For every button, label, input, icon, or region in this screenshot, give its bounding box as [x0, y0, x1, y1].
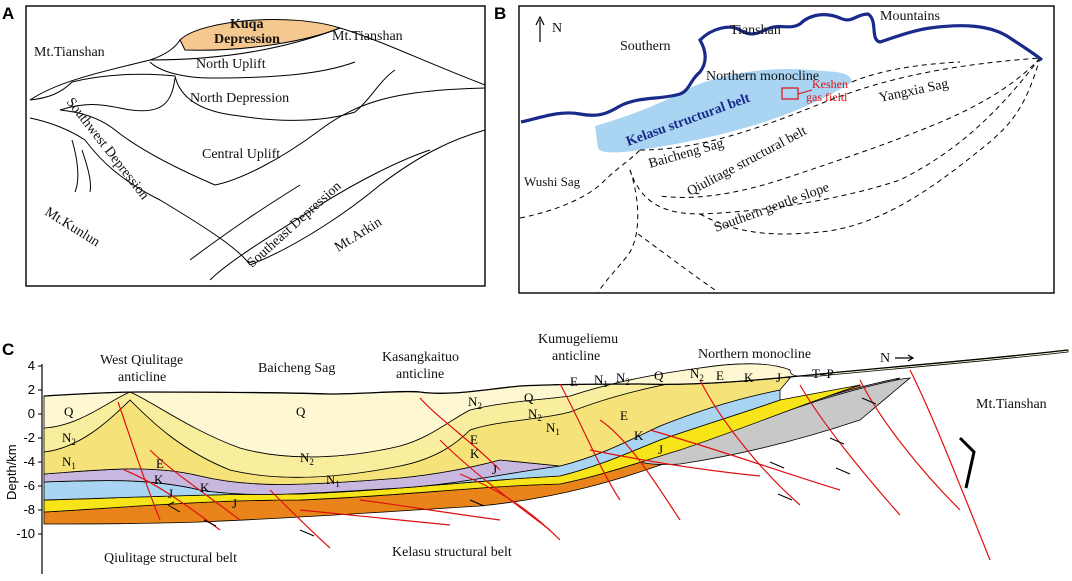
kelasu-belt-area [595, 68, 852, 153]
depth-tick-label: -8 [23, 502, 35, 517]
west-qiulitage-label-1: West Qiulitage [100, 353, 183, 368]
section-north-arrowhead-icon [907, 354, 915, 362]
stratum-j-label-west-2: J [232, 496, 237, 511]
panel-b: B N Keshen gas field Southern Tianshan M… [494, 4, 1055, 294]
stratum-e-label-north: E [716, 368, 724, 383]
panel-b-dashed-boundaries [519, 57, 1041, 293]
thrust-arrows [167, 397, 877, 537]
northern-monocline-section-label: Northern monocline [698, 347, 811, 362]
depth-tick-label: 0 [28, 406, 35, 421]
depth-tick-label: -2 [23, 430, 35, 445]
depth-tick-label: 4 [28, 358, 35, 373]
panel-c: C 4 2 0 -2 -4 -6 -8 -10 Depth/km [2, 332, 1069, 574]
kumugeliemu-label-2: anticline [552, 349, 600, 364]
depth-axis-ticks: 4 2 0 -2 -4 -6 -8 -10 [16, 358, 42, 541]
stratum-q-label-kasang: Q [524, 390, 534, 405]
mountain-front-line [520, 12, 1043, 124]
stratum-q-label-baicheng: Q [296, 404, 306, 419]
panel-a: A Kuqa Depression Mt.Tianshan Mt.Tiansha… [2, 4, 486, 287]
depth-tick-label: -10 [16, 526, 35, 541]
wushi-sag-label: Wushi Sag [524, 174, 581, 189]
gas-field-label: gas field [806, 90, 847, 104]
stratum-j-label-kasang: J [492, 462, 497, 477]
west-qiulitage-label-2: anticline [118, 370, 166, 385]
mt-tianshan-left-label: Mt.Tianshan [34, 45, 105, 60]
stratum-labels: Q N2 N1 E K J K J Q N2 N1 N2 Q N2 N1 E K… [62, 366, 834, 511]
stratum-tp-label: T–P [812, 366, 834, 381]
depth-axis-title: Depth/km [4, 444, 19, 500]
panel-a-boundaries [29, 27, 486, 281]
section-north-label: N [880, 351, 890, 366]
panel-a-letter: A [2, 4, 14, 23]
panel-c-letter: C [2, 340, 14, 359]
baicheng-sag-section-label: Baicheng Sag [258, 361, 335, 376]
stratum-q-label-west: Q [64, 404, 74, 419]
stratum-k-label-west: K [154, 472, 164, 487]
panel-b-letter: B [494, 4, 506, 23]
topographic-surface [43, 349, 1069, 397]
qiulitage-belt-section-label: Qiulitage structural belt [104, 551, 237, 566]
stratum-k-label-west-2: K [200, 480, 210, 495]
kuqa-label: Kuqa [230, 17, 263, 32]
depth-tick-label: -4 [23, 454, 35, 469]
depth-tick-label: -6 [23, 478, 35, 493]
stratum-j-label-north: J [776, 370, 781, 385]
stratum-e-label-west: E [156, 456, 164, 471]
stratum-e-label-kasang: E [470, 432, 478, 447]
stratum-n2-label-kasang-2: N2 [528, 406, 542, 423]
keshen-pointer-line [797, 89, 813, 95]
stratum-j-label-kumu: J [658, 442, 663, 457]
stratum-q-label-north: Q [654, 368, 664, 383]
depression-label: Depression [214, 32, 280, 47]
stratum-n2-label-kasang: N2 [468, 394, 482, 411]
kumugeliemu-label-1: Kumugeliemu [538, 332, 618, 347]
tianshan-label: Tianshan [730, 23, 781, 38]
stratum-k-label-kasang: K [470, 446, 480, 461]
stratum-n1-label-kumu: N1 [594, 372, 608, 389]
stratum-e-label-kumu-2: E [620, 408, 628, 423]
kasangkaituo-label-1: Kasangkaituo [382, 350, 459, 365]
fault-lines [117, 369, 991, 561]
keshen-label: Keshen [812, 77, 848, 91]
north-arrow-label: N [552, 21, 562, 36]
southern-label: Southern [620, 39, 671, 54]
stratum-n1-label-baicheng: N1 [326, 472, 340, 489]
stratum-n1-label-west: N1 [62, 454, 76, 471]
stratum-n2-label-kumu: N2 [616, 370, 630, 387]
stratum-n1-label-kasang: N1 [546, 420, 560, 437]
mt-tianshan-right-label: Mt.Tianshan [332, 29, 403, 44]
panel-a-frame [25, 5, 486, 287]
stratum-k-label-kumu: K [634, 428, 644, 443]
north-depression-label: North Depression [190, 91, 289, 106]
kelasu-belt-section-label: Kelasu structural belt [392, 545, 512, 560]
northern-monocline-label: Northern monocline [706, 69, 819, 84]
north-uplift-label: North Uplift [196, 57, 266, 72]
uplift-arrow-icon [958, 436, 976, 489]
kasangkaituo-label-2: anticline [396, 367, 444, 382]
depth-tick-label: 2 [28, 382, 35, 397]
mountains-label: Mountains [880, 9, 940, 24]
stratum-n2-label-north: N2 [690, 366, 704, 383]
stratum-n2-label-baicheng: N2 [300, 450, 314, 467]
stratum-e-label-kumu: E [570, 374, 578, 389]
mt-tianshan-section-label: Mt.Tianshan [976, 397, 1047, 412]
stratum-n2-label-west: N2 [62, 430, 76, 447]
stratum-j-label-west: J [168, 486, 173, 501]
north-arrowhead-icon [535, 15, 545, 26]
stratum-k-label-north: K [744, 370, 754, 385]
central-uplift-label: Central Uplift [202, 147, 280, 162]
